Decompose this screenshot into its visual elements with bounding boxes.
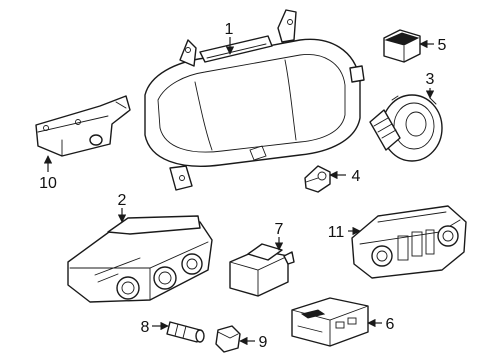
part-9-cap — [215, 325, 241, 353]
callout-9: 9 — [259, 334, 268, 351]
part-5-button — [383, 29, 421, 63]
callout-7: 7 — [275, 221, 284, 238]
callout-5: 5 — [438, 37, 447, 54]
callout-11: 11 — [328, 224, 345, 241]
part-7-module — [229, 243, 295, 297]
callout-4: 4 — [352, 168, 361, 185]
callout-2: 2 — [118, 192, 127, 209]
part-2-climate-control — [67, 215, 213, 303]
part-4-sensor — [304, 165, 331, 193]
callout-3: 3 — [426, 71, 435, 88]
part-6-switch-block — [291, 297, 369, 347]
callout-10: 10 — [39, 175, 57, 192]
part-10-bracket — [35, 95, 131, 157]
part-1-instrument-cluster — [144, 9, 365, 191]
callout-8: 8 — [141, 319, 150, 336]
part-3-headlamp-switch — [369, 94, 443, 162]
part-11-control-panel — [351, 205, 467, 279]
callout-1: 1 — [225, 21, 234, 38]
leader-lines — [43, 37, 435, 346]
callout-6: 6 — [386, 316, 395, 333]
part-8-cylinder — [166, 321, 205, 343]
